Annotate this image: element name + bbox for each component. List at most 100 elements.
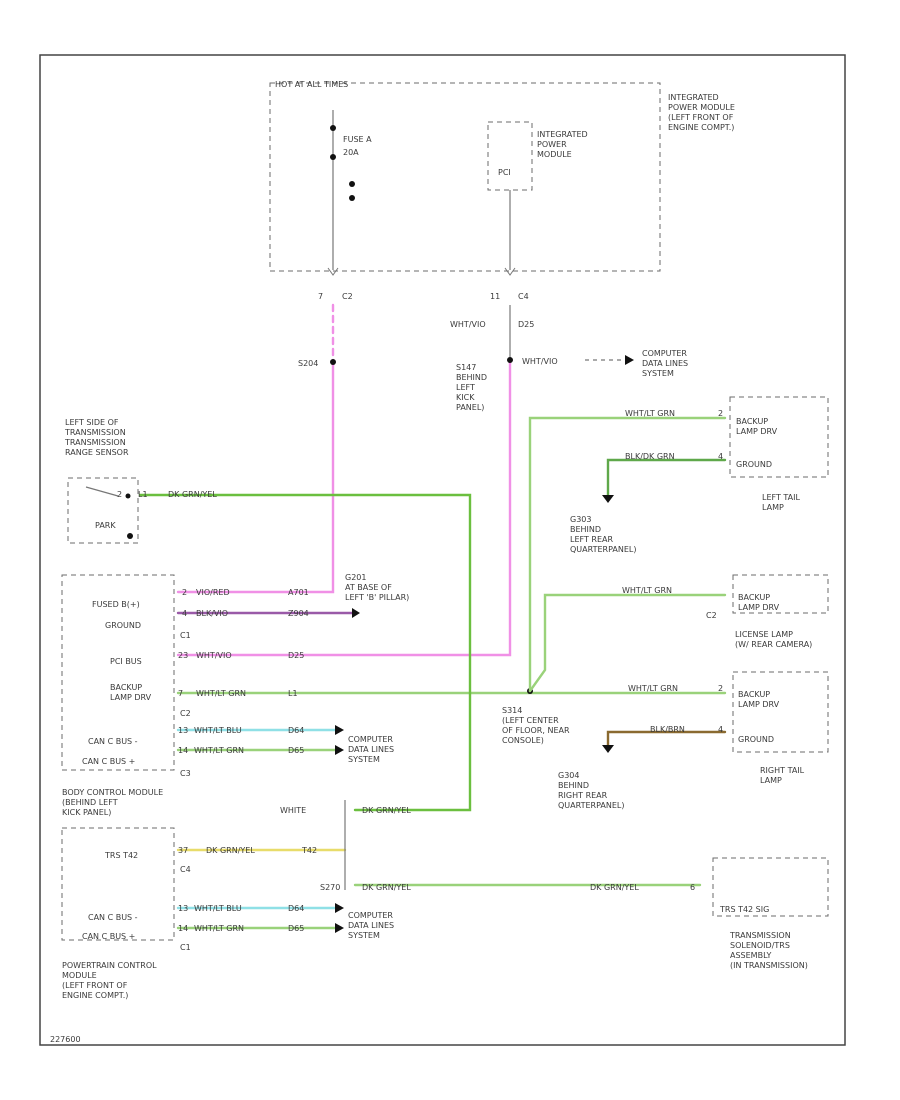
right-tail-pin-top: 2 [718,684,723,693]
wire-ground-right-tail [606,730,727,747]
powertrain-control-module: WHITE DK GRN/YEL TRS T42 37 DK GRN/YEL T… [61,806,695,1000]
bcm-canc-wire: WHT/LT BLU [194,726,242,735]
fuse-amps: 20A [343,148,359,157]
ipm-header: HOT AT ALL TIMES [275,80,348,89]
bcm-pci-wire: WHT/VIO [196,651,232,660]
pcm-s270: S270 [320,883,340,892]
splice-s147-wire: WHT/VIO [522,357,558,366]
bcm-canc2-pin: 14 [178,746,188,755]
fuse-label: FUSE A [343,135,372,144]
trs-park: PARK [95,521,116,530]
trs-wire: DK GRN/YEL [168,490,217,499]
pcm-trs-label: TRS T42 [104,851,138,860]
right-tail-ground: GROUND [738,735,774,744]
arrow-right-icon [335,923,344,933]
bcm-canc-circuit: D64 [288,726,304,735]
splice-s204-dot [330,359,336,365]
bcm-wire-fused: VIO/RED [196,588,230,597]
ipm-pin-right: 11 [490,292,500,301]
bcm-backup-pin: 7 [178,689,183,698]
wire-pci-bus [176,358,512,657]
pcm-trans-wire: DK GRN/YEL [590,883,639,892]
pcm-trs-pin: 37 [178,846,188,855]
ipm-conn-right: C4 [518,292,529,301]
pcm-canc-circuit: D64 [288,904,304,913]
bcm-circuit-fused: A701 [288,588,309,597]
bcm-ground-label: GROUND [105,621,141,630]
bcm-c3: C3 [180,769,191,778]
ground-icon [602,745,614,753]
trans-label: TRS T42 SIG [719,905,769,914]
bcm-canc-label: CAN C BUS - [88,737,138,746]
pcm-canc-wire: WHT/LT BLU [194,904,242,913]
wire-backup-left-tail [528,416,727,693]
bcm-canc-pin: 13 [178,726,188,735]
pcm-canc-label: CAN C BUS - [88,913,138,922]
wire-backup-license [528,593,727,693]
arrow-right-icon [335,745,344,755]
fuse-terminal-icon [330,154,336,160]
left-tail-pin-top: 2 [718,409,723,418]
trs-circuit: L1 [138,490,148,499]
pcm-c4: C4 [180,865,191,874]
bcm-circuit-ground: Z904 [288,609,309,618]
bcm-backup-circuit: L1 [288,689,298,698]
left-tail-wire-bottom: BLK/DK GRN [625,452,675,461]
bcm-pin-fused: 2 [182,588,187,597]
bcm-canc2-wire: WHT/LT GRN [194,746,244,755]
pcm-white: WHITE [280,806,306,815]
bcm-pci-circuit: D25 [288,651,304,660]
bcm-c1: C1 [180,631,191,640]
left-tail-wire-top: WHT/LT GRN [625,409,675,418]
ipm-conn-left: C2 [342,292,353,301]
ground-icon [352,608,360,618]
left-tail-pin-bottom: 4 [718,452,723,461]
pcm-trs-wire: DK GRN/YEL [206,846,255,855]
body-control-module: 2 VIO/RED A701 4 BLK/VIO Z904 FUSED B(+)… [61,573,409,817]
ipm-pin-left: 7 [318,292,323,301]
bcm-canc2-circuit: D65 [288,746,304,755]
wire-ground-left-tail [606,458,727,497]
pcm-canc2-circuit: D65 [288,924,304,933]
bcm-c2: C2 [180,709,191,718]
arrow-right-icon [335,725,344,735]
trs-pin: 2 [117,490,122,499]
diagram-frame [39,54,846,1046]
pcm-trs-circuit: T42 [301,846,317,855]
wire-trs-signal [138,493,472,812]
splice-s204: S204 [298,359,318,368]
license-conn: C2 [706,611,717,620]
pcm-canc2-wire: WHT/LT GRN [194,924,244,933]
bcm-backup-wire: WHT/LT GRN [196,689,246,698]
fuse-terminal-icon [330,125,336,131]
bcm-pin-ground: 4 [182,609,187,618]
arrow-right-icon [625,355,634,365]
right-tail-wire-top: WHT/LT GRN [628,684,678,693]
right-tail-pin-bottom: 4 [718,725,723,734]
wire-fused-b [176,358,335,594]
bcm-wire-ground: BLK/VIO [196,609,228,618]
ipm-pci-label: PCI [498,168,511,177]
pci-wire: WHT/VIO [450,320,486,329]
